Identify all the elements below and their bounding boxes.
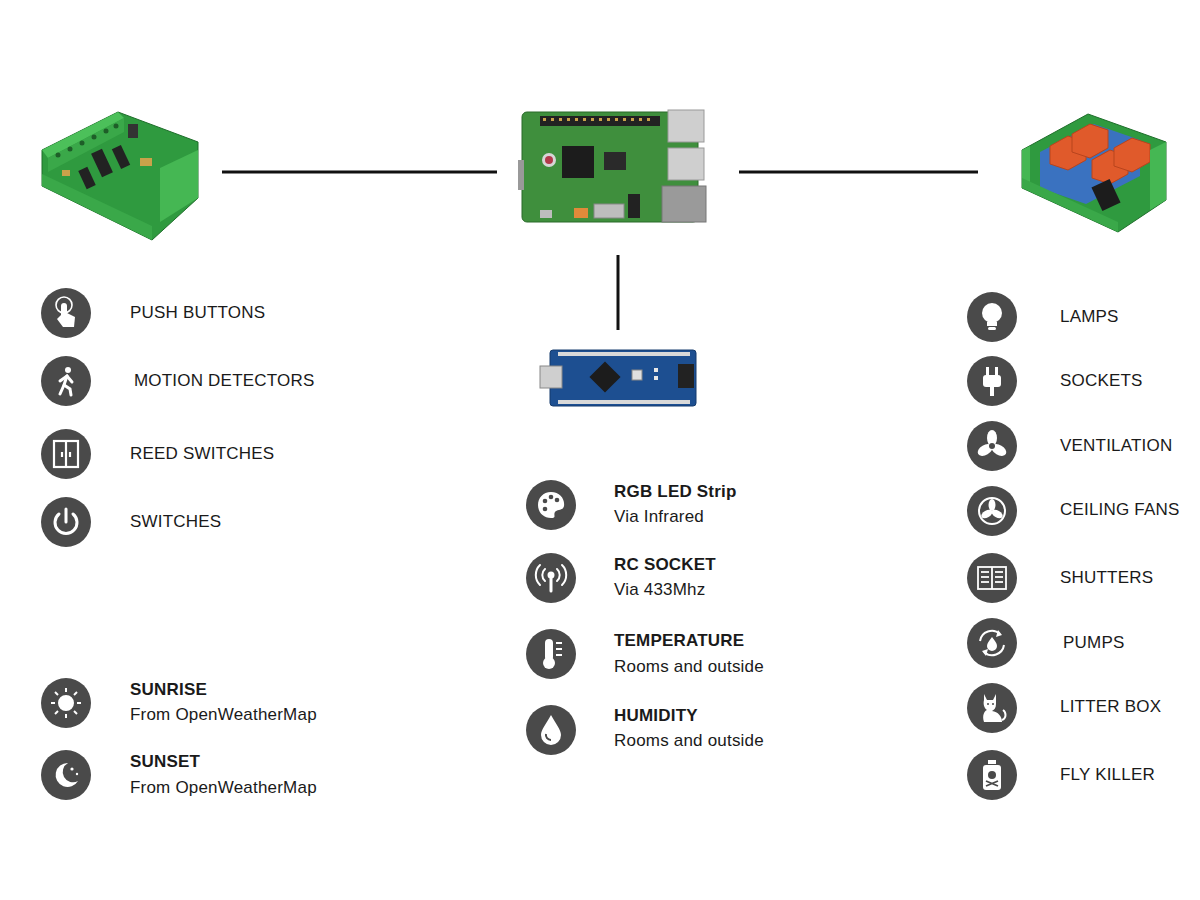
- fly-killer-icon: [983, 760, 1001, 790]
- push-button-icon: [56, 297, 75, 327]
- item-label: From OpenWeatherMap: [130, 778, 317, 798]
- sun-icon: [51, 688, 81, 718]
- reed-switch-icon: [54, 441, 78, 467]
- wire-line: [739, 171, 978, 174]
- item-label: LITTER BOX: [1060, 697, 1161, 717]
- item-label: SHUTTERS: [1060, 568, 1153, 588]
- raspberry-pi-board: [518, 110, 706, 222]
- item-heading: RGB LED Strip: [614, 482, 737, 502]
- thermometer-icon: [543, 639, 562, 669]
- lamp-icon: [982, 303, 1002, 330]
- shutter-icon: [978, 567, 1006, 589]
- humidity-icon: [541, 715, 561, 745]
- icon-circle: [41, 288, 1017, 800]
- item-heading: SUNRISE: [130, 680, 207, 700]
- ceiling-fan-icon: [979, 498, 1005, 524]
- item-heading: HUMIDITY: [614, 706, 698, 726]
- item-label: From OpenWeatherMap: [130, 705, 317, 725]
- item-label: REED SWITCHES: [130, 444, 274, 464]
- palette-icon: [538, 492, 564, 518]
- input-board: [42, 112, 198, 240]
- item-heading: SUNSET: [130, 752, 200, 772]
- socket-icon: [983, 367, 1001, 396]
- item-label: Rooms and outside: [614, 657, 764, 677]
- motion-icon: [60, 367, 72, 395]
- item-label: VENTILATION: [1060, 436, 1172, 456]
- item-label: LAMPS: [1060, 307, 1119, 327]
- relay-board: [1022, 114, 1166, 232]
- item-label: FLY KILLER: [1060, 765, 1155, 785]
- moon-icon: [56, 763, 79, 787]
- switch-icon: [55, 509, 77, 533]
- pump-icon: [980, 630, 1004, 656]
- item-label: Via Infrared: [614, 507, 704, 527]
- item-label: PUMPS: [1063, 633, 1124, 653]
- item-label: SWITCHES: [130, 512, 221, 532]
- item-label: CEILING FANS: [1060, 500, 1180, 520]
- item-label: Via 433Mhz: [614, 580, 705, 600]
- item-heading: RC SOCKET: [614, 555, 716, 575]
- item-label: SOCKETS: [1060, 371, 1143, 391]
- item-label: MOTION DETECTORS: [134, 371, 314, 391]
- antenna-icon: [536, 565, 566, 591]
- wire-line: [222, 171, 497, 174]
- cat-icon: [983, 694, 1005, 722]
- wire-line: [617, 255, 620, 330]
- item-label: PUSH BUTTONS: [130, 303, 265, 323]
- item-label: Rooms and outside: [614, 731, 764, 751]
- ventilation-icon: [976, 430, 1009, 458]
- item-heading: TEMPERATURE: [614, 631, 744, 651]
- arduino-nano-board: [540, 350, 696, 406]
